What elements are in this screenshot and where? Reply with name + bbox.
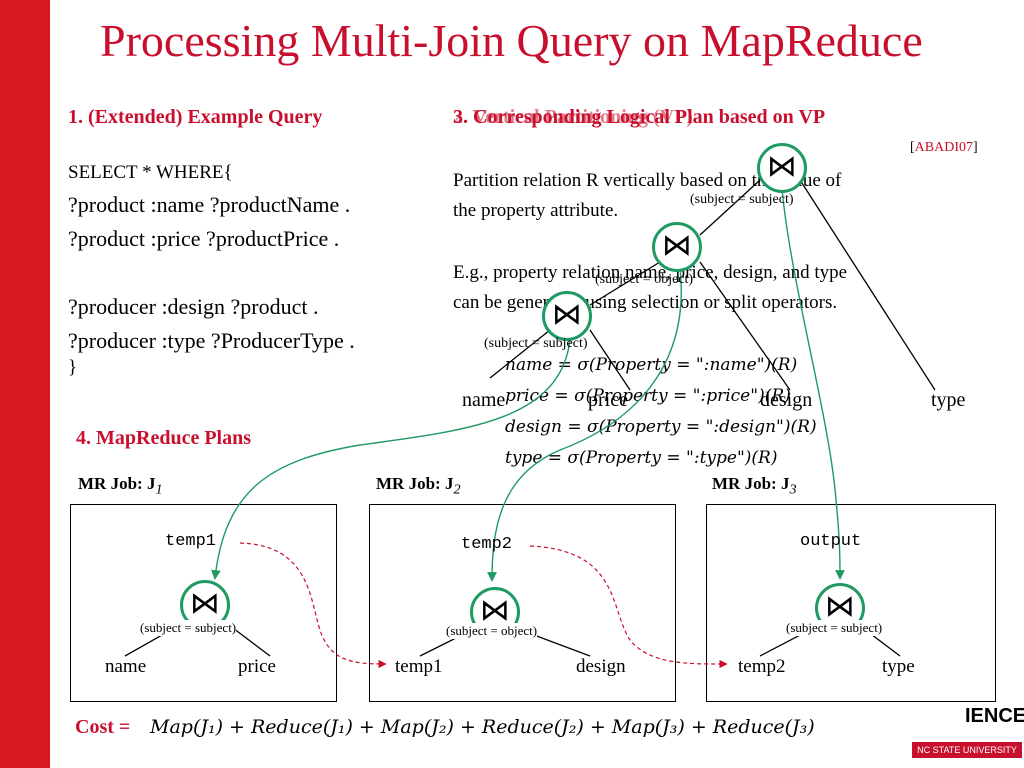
cost-formula: Map(J₁) + Reduce(J₁) + Map(J₂) + Reduce(… [150, 716, 815, 738]
job3-output: output [800, 532, 862, 551]
join-icon: ⋈ [470, 587, 520, 637]
logo-university: NC STATE UNIVERSITY [912, 742, 1022, 758]
example-query: SELECT * WHERE{ ?product :name ?productN… [68, 158, 355, 378]
slide-title: Processing Multi-Join Query on MapReduce [100, 15, 923, 66]
job3-label: MR Job: J3 [712, 474, 797, 498]
leaf-price: price [588, 389, 628, 411]
join-condition: (subject = subject) [690, 192, 794, 207]
ref-open: [ [910, 140, 915, 155]
vp-paragraph-1: Partition relation R vertically based on… [453, 166, 841, 226]
join-condition: (subject = object) [595, 272, 694, 287]
section3-heading: 3. Corresponding Logical Plan based on V… [453, 106, 826, 128]
para2-line: E.g., property relation name, price, des… [453, 262, 848, 283]
job-label-text: MR Job: J [376, 474, 454, 493]
query-line: ?producer :design ?product . [68, 294, 319, 319]
job-subscript: 2 [453, 481, 461, 498]
job1-condition: (subject = subject) [140, 620, 237, 636]
logo-text: IENCE [965, 705, 1024, 727]
query-line: ?producer :type ?ProducerType . [68, 328, 355, 353]
formula-price: price = σ(Property = ":price")(R) [505, 386, 791, 406]
leaf-name: name [462, 389, 506, 411]
job1-right: price [238, 656, 276, 677]
join-icon: ⋈ [652, 222, 702, 272]
job-label-text: MR Job: J [712, 474, 790, 493]
query-line-close: } [68, 357, 78, 378]
join-condition: (subject = subject) [484, 336, 588, 351]
para1-line: Partition relation R vertically based on… [453, 170, 842, 191]
job-subscript: 3 [789, 481, 797, 498]
ref-close: ] [973, 140, 978, 155]
section2-heading-overlap: 2. Vertical Partitioning (VP) [453, 106, 693, 128]
job3-right: type [882, 656, 915, 677]
query-line: ?product :name ?productName . [68, 192, 351, 217]
leaf-type: type [931, 389, 966, 411]
leaf-design: design [760, 389, 813, 411]
job2-label: MR Job: J2 [376, 474, 461, 498]
left-accent-bar [0, 0, 50, 768]
ref-text: ABADI07 [914, 140, 974, 155]
join-icon: ⋈ [542, 291, 592, 341]
job-label-text: MR Job: J [78, 474, 156, 493]
job3-left: temp2 [738, 656, 786, 677]
job1-left: name [105, 656, 147, 677]
selection-formulas: name = σ(Property = ":name")(R) price = … [505, 350, 817, 474]
job2-right: design [576, 656, 626, 677]
formula-name: name = σ(Property = ":name")(R) [505, 355, 798, 375]
job2-condition: (subject = object) [446, 623, 538, 639]
job1-output: temp1 [165, 532, 217, 551]
reference-citation: [ABADI07] [910, 140, 978, 156]
cost-label: Cost = [75, 716, 131, 738]
query-line: ?product :price ?productPrice . [68, 226, 340, 251]
job2-output: temp2 [461, 535, 513, 554]
join-icon: ⋈ [757, 143, 807, 193]
formula-design: design = σ(Property = ":design")(R) [505, 417, 817, 437]
query-line-select: SELECT * WHERE{ [68, 162, 233, 183]
section1-heading: 1. (Extended) Example Query [68, 106, 323, 128]
para1-line: the property attribute. [453, 200, 619, 221]
formula-type: type = σ(Property = ":type")(R) [505, 448, 778, 468]
job2-left: temp1 [395, 656, 443, 677]
job3-condition: (subject = subject) [786, 620, 883, 636]
job1-label: MR Job: J1 [78, 474, 163, 498]
mr-job2-box [369, 504, 676, 702]
job-subscript: 1 [155, 481, 163, 498]
section4-heading: 4. MapReduce Plans [76, 427, 251, 449]
